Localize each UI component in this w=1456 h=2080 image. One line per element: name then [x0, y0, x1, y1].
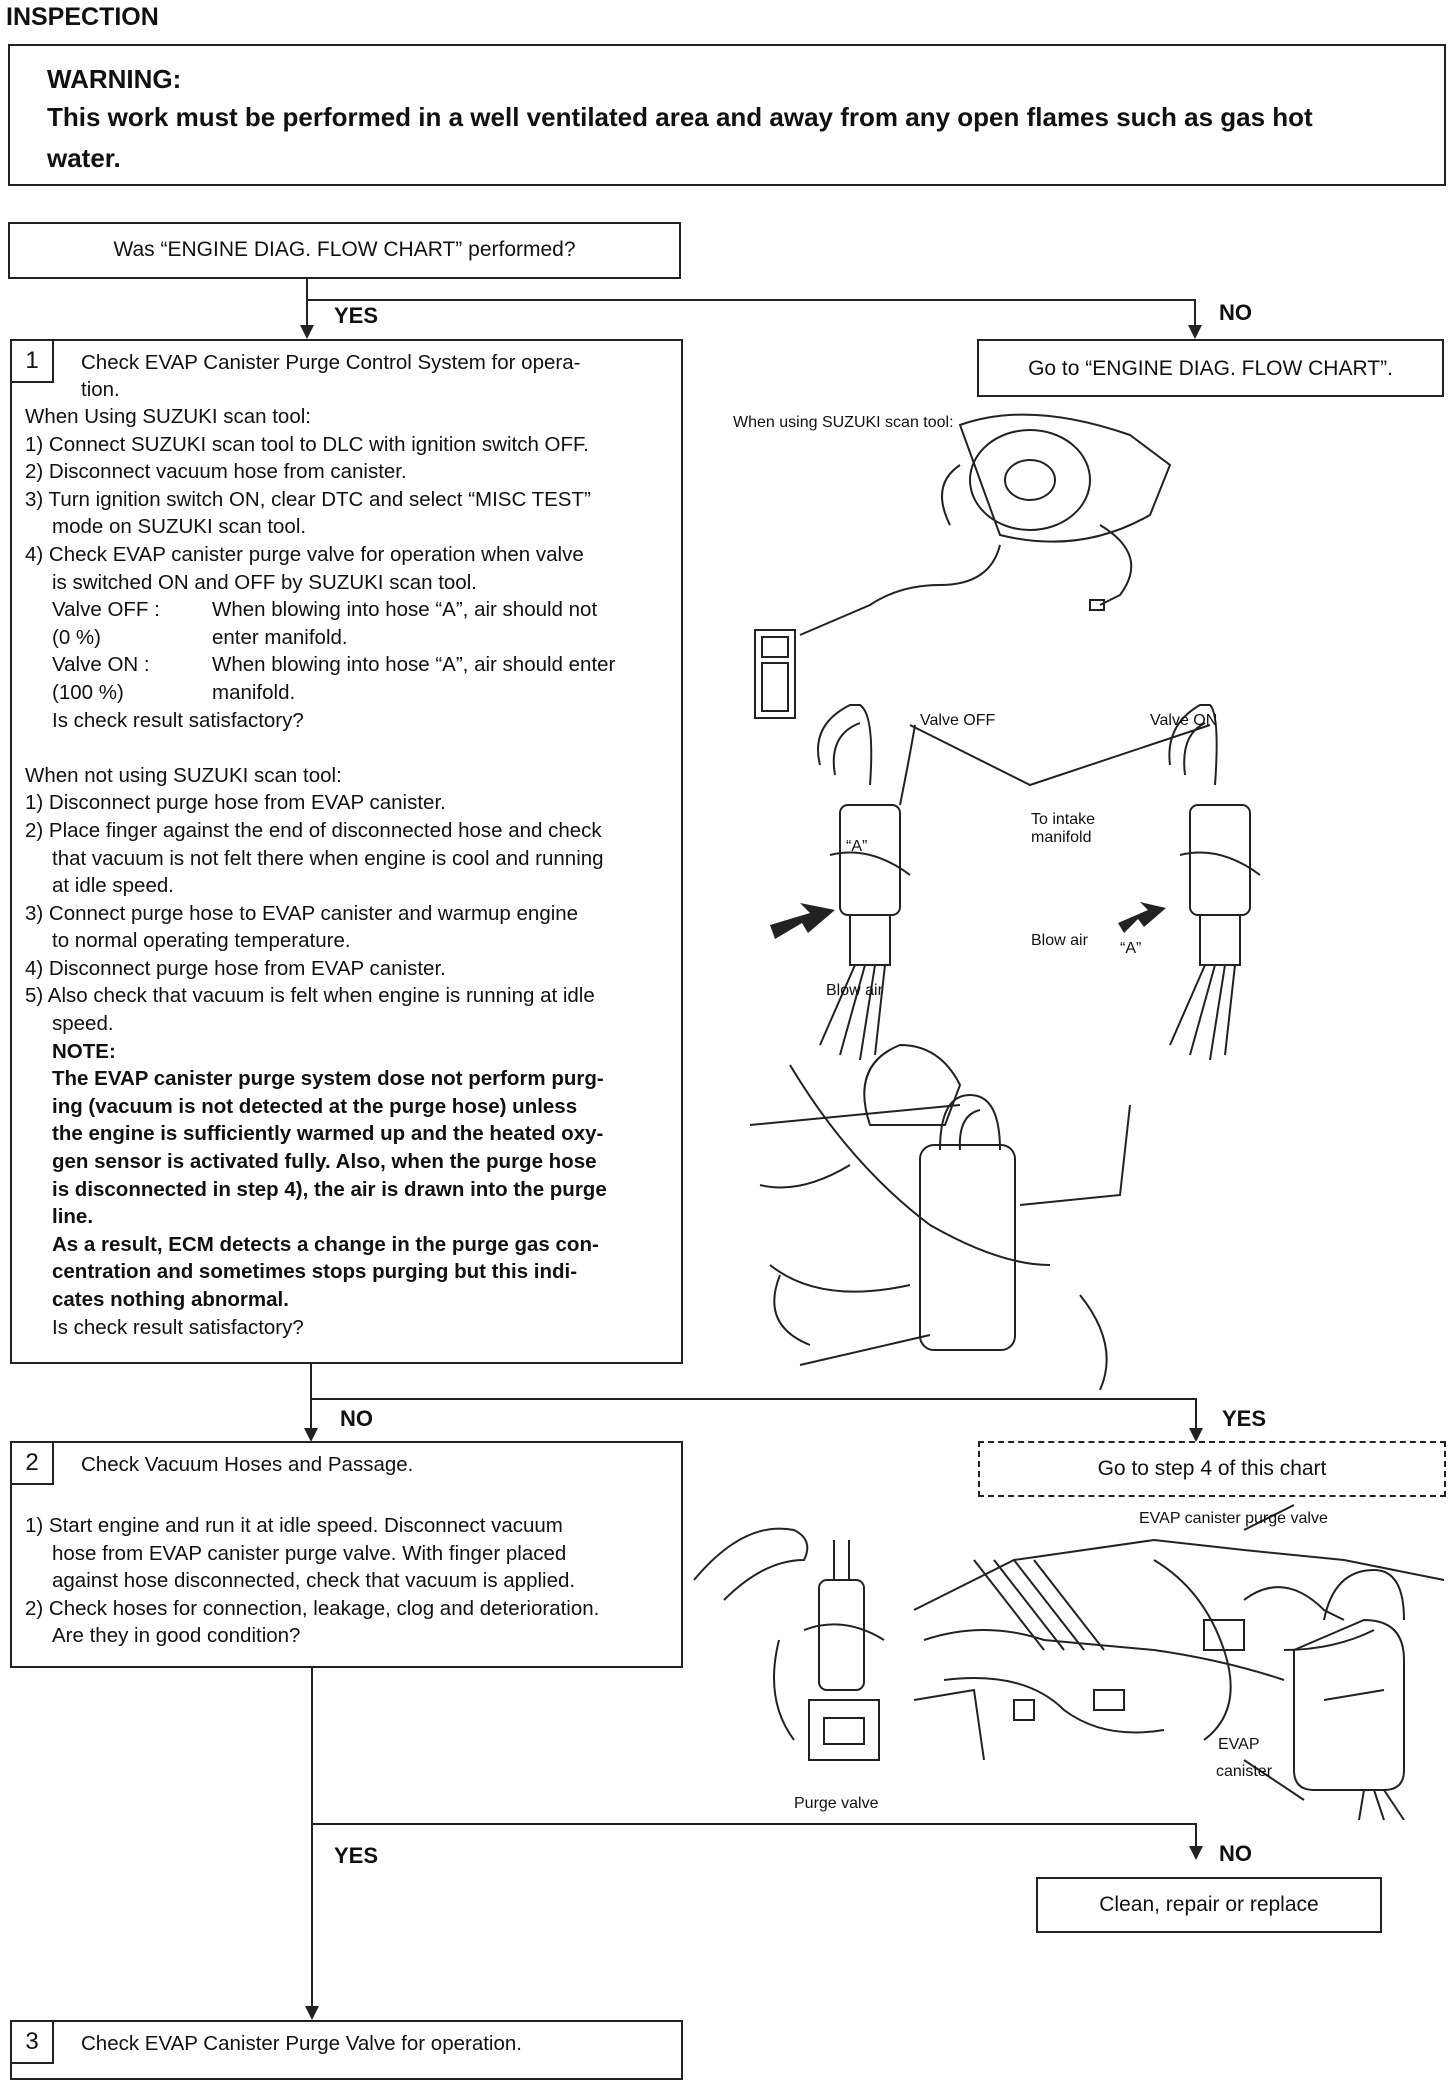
- to-intake-caption: To intake: [1031, 811, 1096, 828]
- step-number: 3: [12, 2022, 54, 2064]
- valve-off-caption: Valve OFF: [920, 712, 996, 729]
- vacuum-hose-illustration: [693, 1504, 1445, 1820]
- evap-caption: EVAP: [1218, 1736, 1260, 1753]
- warning-text-2: water.: [47, 143, 121, 173]
- no-label-3: NO: [1219, 1841, 1252, 1866]
- warning-text-1: This work must be performed in a well ve…: [47, 102, 1313, 132]
- yes-label-2: YES: [1222, 1406, 1267, 1431]
- step3-title: Check EVAP Canister Purge Valve for oper…: [81, 2032, 522, 2055]
- hose-a-left-caption: “A”: [846, 838, 868, 855]
- page-title: INSPECTION: [6, 3, 159, 31]
- warning-title: WARNING:: [47, 64, 182, 94]
- scan-tool-caption: When using SUZUKI scan tool:: [733, 414, 954, 431]
- yes-label-3: YES: [334, 1843, 379, 1868]
- clean-repair-box: Clean, repair or replace: [1036, 1877, 1382, 1933]
- goto-step4-box: Go to step 4 of this chart: [978, 1441, 1446, 1497]
- step-number: 1: [12, 341, 54, 383]
- warning-box: WARNING: This work must be performed in …: [8, 44, 1446, 186]
- valve-on-caption: Valve ON: [1150, 712, 1218, 729]
- goto-flowchart-text: Go to “ENGINE DIAG. FLOW CHART”.: [1028, 357, 1393, 380]
- goto-flowchart-box: Go to “ENGINE DIAG. FLOW CHART”.: [977, 339, 1444, 397]
- step2-instructions: 1) Start engine and run it at idle speed…: [25, 1514, 600, 1648]
- canister-caption: canister: [1216, 1763, 1273, 1780]
- step-number: 2: [12, 1443, 54, 1485]
- blow-air-right-caption: Blow air: [1031, 932, 1088, 949]
- start-question-box: Was “ENGINE DIAG. FLOW CHART” performed?: [8, 222, 681, 279]
- step3-box: 3 Check EVAP Canister Purge Valve for op…: [10, 2020, 683, 2080]
- step2-title: Check Vacuum Hoses and Passage.: [81, 1453, 414, 1476]
- start-question: Was “ENGINE DIAG. FLOW CHART” performed?: [113, 238, 576, 261]
- evap-purge-check-illustration: [749, 413, 1261, 1390]
- clean-repair-text: Clean, repair or replace: [1099, 1893, 1319, 1916]
- step2-box: 2 Check Vacuum Hoses and Passage. 1) Sta…: [10, 1441, 683, 1668]
- no-label-2: NO: [340, 1406, 373, 1431]
- no-label-1: NO: [1219, 300, 1252, 325]
- blow-air-left-caption: Blow air: [826, 982, 883, 999]
- goto-step4-text: Go to step 4 of this chart: [1097, 1457, 1327, 1480]
- step1-scan-section: When Using SUZUKI scan tool: 1) Connect …: [25, 405, 616, 1339]
- step1-title-2: tion.: [81, 378, 120, 401]
- step1-box: 1 Check EVAP Canister Purge Control Syst…: [10, 339, 683, 1364]
- step1-title-1: Check EVAP Canister Purge Control System…: [81, 351, 581, 374]
- hose-a-right-caption: “A”: [1120, 940, 1142, 957]
- yes-label-1: YES: [334, 303, 379, 328]
- manifold-caption: manifold: [1031, 829, 1092, 846]
- purge-valve-caption: Purge valve: [794, 1795, 879, 1812]
- purge-valve-label-caption: EVAP canister purge valve: [1139, 1510, 1328, 1527]
